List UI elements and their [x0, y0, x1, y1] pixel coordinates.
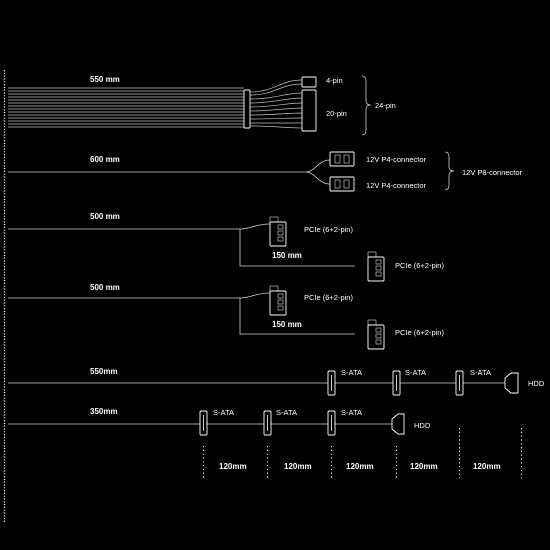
atx-brace: [361, 75, 372, 136]
pcie-cable-2-connector-a: [269, 285, 287, 316]
sata-cable-2-label-2: S-ATA: [276, 408, 297, 417]
cpu-cable-length: 600 mm: [90, 155, 120, 164]
atx-wire-bundle: [8, 87, 244, 128]
pcie-cable-1-connector-a: [269, 216, 287, 247]
cpu-brace: [444, 151, 455, 191]
sata-cable-1-connector-2: [392, 370, 401, 396]
atx-cable-sleeve: [243, 89, 251, 129]
pcie-cable-1-connector-b-label: PCIe (6+2-pin): [395, 261, 444, 270]
spacing-scale: 120mm 120mm 120mm 120mm 120mm: [202, 428, 523, 478]
pcie-cable-2-connector-b-label: PCIe (6+2-pin): [395, 328, 444, 337]
sata-cable-2-label-1: S-ATA: [213, 408, 234, 417]
atx-4pin-label: 4-pin: [326, 76, 343, 85]
sata-cable-1-label-1: S-ATA: [341, 368, 362, 377]
cpu-branch-b: [305, 171, 331, 185]
pcie-cable-1-connector-a-label: PCIe (6+2-pin): [304, 225, 353, 234]
pcie-cable-1: 500 mm PCIe (6+2-pin) 150 mm PCIe (6+2-p…: [8, 212, 444, 282]
sata-cable-1-label-2: S-ATA: [405, 368, 426, 377]
sata-cable-2-hdd-connector: [391, 413, 405, 435]
pcie-cable-1-branch-a: [239, 223, 271, 230]
spacing-label-2: 120mm: [284, 462, 312, 471]
atx-20pin-connector: [301, 89, 317, 132]
sata-cable-1-hdd-connector: [504, 372, 519, 394]
atx-4pin-connector: [301, 76, 317, 88]
cpu-connector-a-label: 12V P4-connector: [366, 155, 427, 164]
pcie-cable-2-length: 500 mm: [90, 283, 120, 292]
pcie-cable-2: 500 mm PCIe (6+2-pin) 150 mm PCIe (6+2-p…: [8, 283, 444, 350]
sata-cable-1-length: 550mm: [90, 367, 118, 376]
sata-cable-2-hdd-label: HDD: [414, 421, 431, 430]
sata-cable-1: 550mm S-ATA S-ATA S-ATA HDD: [8, 367, 545, 396]
pcie-cable-1-connector-b: [367, 251, 385, 282]
sata-cable-2-length: 350mm: [90, 407, 118, 416]
cpu-connector-b-label: 12V P4-connector: [366, 181, 427, 190]
sata-cable-1-connector-1: [327, 370, 336, 396]
pcie-cable-2-connector-a-label: PCIe (6+2-pin): [304, 293, 353, 302]
atx-fanout: [249, 79, 303, 129]
sata-cable-2: 350mm S-ATA S-ATA S-ATA HDD: [8, 407, 431, 436]
cpu-branch-a: [305, 159, 331, 173]
cpu-connector-b: [329, 176, 355, 192]
pcie-cable-1-length: 500 mm: [90, 212, 120, 221]
pcie-cable-2-branch-length: 150 mm: [272, 320, 302, 329]
sata-cable-1-label-3: S-ATA: [470, 368, 491, 377]
cpu-8pin-label: 12V P8-connector: [462, 168, 523, 177]
atx-20pin-label: 20-pin: [326, 109, 347, 118]
sata-cable-2-connector-3: [327, 410, 336, 436]
sata-cable-2-label-3: S-ATA: [341, 408, 362, 417]
cpu-cable: 600 mm 12V P4-connector 12V P4-connector…: [8, 151, 523, 192]
sata-cable-2-connector-1: [199, 410, 208, 436]
spacing-label-3: 120mm: [346, 462, 374, 471]
atx-24pin-label: 24-pin: [375, 101, 396, 110]
cpu-connector-a: [329, 151, 355, 167]
atx-cable-length: 550 mm: [90, 75, 120, 84]
pcie-cable-2-branch-a: [239, 292, 271, 299]
spacing-label-5: 120mm: [473, 462, 501, 471]
spacing-label-4: 120mm: [410, 462, 438, 471]
sata-cable-2-connector-2: [263, 410, 272, 436]
pcie-cable-1-branch-length: 150 mm: [272, 251, 302, 260]
pcie-cable-1-branch-b: [239, 229, 355, 267]
pcie-cable-2-branch-b: [239, 298, 355, 335]
atx-cable: 550 mm: [8, 75, 396, 136]
pcie-cable-2-connector-b: [367, 319, 385, 350]
spacing-label-1: 120mm: [219, 462, 247, 471]
sata-cable-1-hdd-label: HDD: [528, 379, 545, 388]
sata-cable-1-connector-3: [455, 370, 464, 396]
